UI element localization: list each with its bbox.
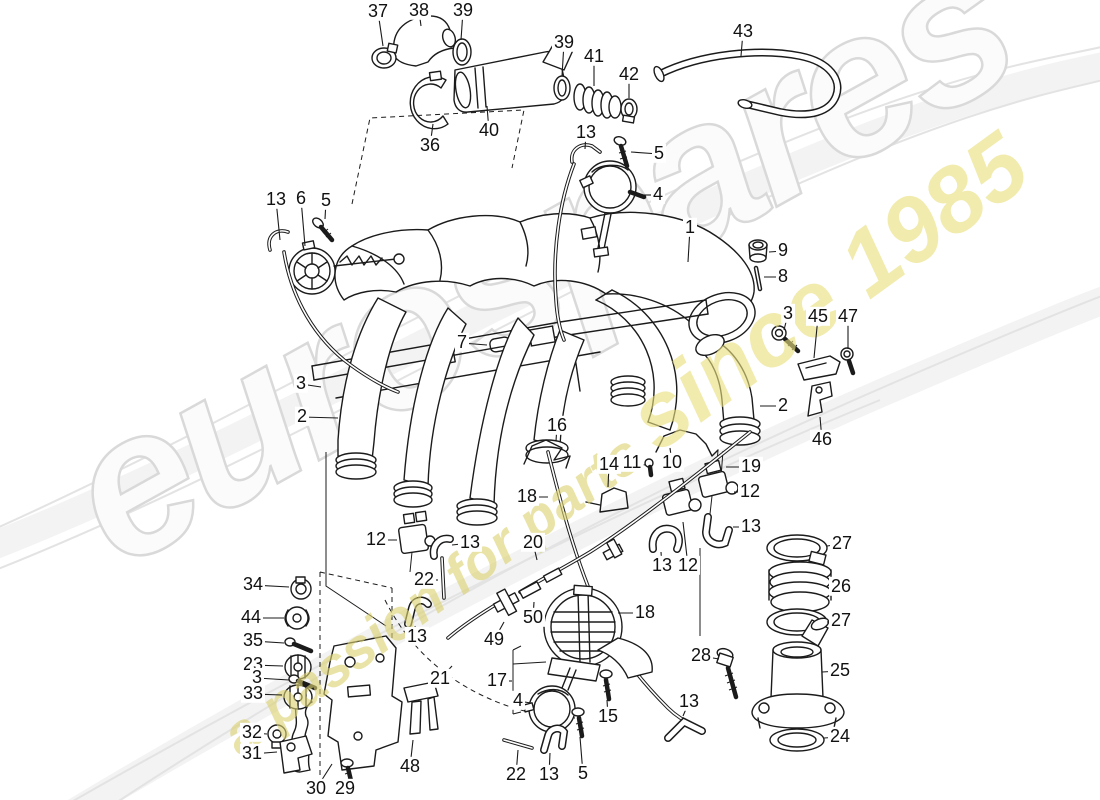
part-number-callout: 25 [827,659,853,680]
part-number-callout: 37 [365,0,391,21]
part-number-callout: 5 [575,762,591,783]
part-number-callout: 46 [809,428,835,449]
flap-actuator-6 [267,217,405,394]
part-number-callout: 38 [406,0,432,20]
bolt-28 [716,647,739,700]
part-number-callout: 18 [514,485,540,506]
part-number-callout: 8 [775,265,791,286]
part-number-callout: 3 [293,372,309,393]
part-number-callout: 10 [659,451,685,472]
part-number-callout: 36 [417,134,443,155]
part-number-callout: 1 [682,216,698,237]
part-number-callout: 34 [240,573,266,594]
throttle-connector-stack [751,534,845,752]
part-number-callout: 13 [536,763,562,784]
part-number-callout: 27 [829,532,855,553]
vacuum-actuator-4-top [553,136,647,342]
part-number-callout: 13 [573,121,599,142]
part-number-callout: 5 [651,142,667,163]
part-number-callout: 33 [240,682,266,703]
part-number-callout: 3 [249,666,265,687]
mounting-bracket-group [267,571,439,788]
solenoid-valve-cluster [585,429,739,553]
part-number-callout: 4 [510,689,526,710]
part-number-callout: 32 [239,721,265,742]
ribbed-hose-41 [573,83,622,119]
part-number-callout: 39 [450,0,476,20]
part-number-callout: 12 [363,528,389,549]
part-number-callout: 48 [397,755,423,776]
part-number-callout: 13 [738,515,764,536]
part-number-callout: 18 [632,601,658,622]
right-fasteners [748,239,856,417]
part-number-callout: 26 [828,575,854,596]
part-number-callout: 39 [551,31,577,52]
part-number-callout: 31 [239,742,265,763]
part-number-callout: 43 [730,20,756,41]
part-number-callout: 2 [775,394,791,415]
part-number-callout: 47 [835,305,861,326]
part-number-callout: 12 [675,554,701,575]
part-number-callout: 13 [457,531,483,552]
part-number-callout: 30 [303,777,329,798]
part-number-callout: 24 [827,725,853,746]
locator-box [351,109,525,205]
part-number-callout: 42 [616,63,642,84]
part-number-callout: 35 [240,629,266,650]
part-number-callout: 13 [649,554,675,575]
part-number-callout: 16 [544,414,570,435]
part-number-callout: 20 [520,531,546,552]
part-number-callout: 11 [620,451,644,472]
part-number-callout: 9 [775,239,791,260]
part-number-callout: 6 [293,187,309,208]
part-number-callout: 28 [688,644,714,665]
part-number-callout: 2 [294,405,310,426]
part-number-callout: 40 [476,119,502,140]
part-number-callout: 22 [503,763,529,784]
part-number-callout: 44 [238,606,264,627]
part-number-callout: 14 [596,453,622,474]
part-number-callout: 3 [780,302,796,323]
tube-50 [518,581,542,599]
part-number-callout: 13 [404,625,430,646]
cross-fitting-49 [492,588,520,617]
part-number-callout: 22 [411,568,437,589]
part-number-callout: 21 [427,667,453,688]
part-number-callout: 41 [581,45,607,66]
part-number-callout: 19 [738,455,764,476]
part-number-callout: 4 [650,183,666,204]
part-number-callout: 12 [737,480,763,501]
intake-manifold [311,211,761,636]
left-solenoid-12 [398,510,454,628]
part-number-callout: 49 [481,628,507,649]
part-number-callout: 13 [263,188,289,209]
part-number-callout: 13 [676,690,702,711]
part-number-callout: 50 [520,606,546,627]
part-number-callout: 45 [805,305,831,326]
part-number-callout: 5 [318,189,334,210]
air-pump-assembly [502,584,653,754]
part-number-callout: 15 [595,705,621,726]
part-number-callout: 27 [828,609,854,630]
part-number-callout: 29 [332,777,358,798]
part-number-callout: 7 [454,331,470,352]
part-number-callout: 17 [484,669,510,690]
runner-flange-rings [335,452,498,526]
